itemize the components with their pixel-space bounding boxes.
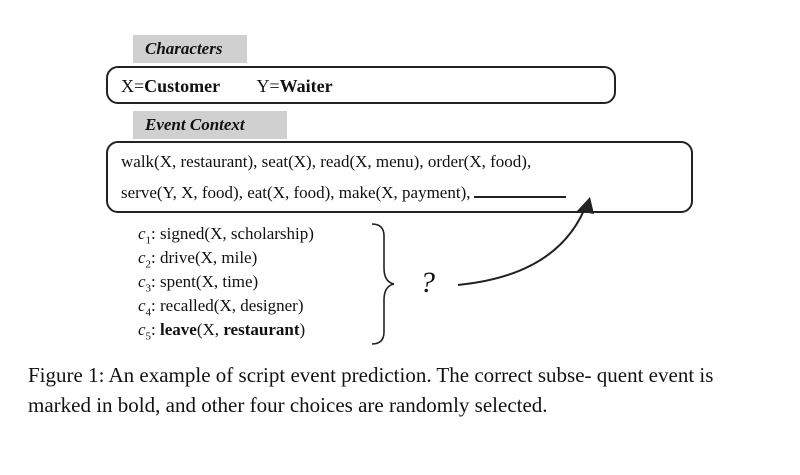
arrow-head-icon xyxy=(577,197,594,214)
choice-pre: : xyxy=(151,320,161,339)
choice-var: c xyxy=(138,224,146,243)
choice-var: c xyxy=(138,296,146,315)
y-prefix: Y= xyxy=(256,76,280,96)
choice-3: c3: spent(X, time) xyxy=(138,272,258,294)
choice-text: : signed(X, scholarship) xyxy=(151,224,314,243)
choice-1: c1: signed(X, scholarship) xyxy=(138,224,314,246)
figure-caption: Figure 1: An example of script event pre… xyxy=(28,363,714,417)
prediction-arrow xyxy=(457,202,588,286)
event-context-line-2-text: serve(Y, X, food), eat(X, food), make(X,… xyxy=(121,183,471,202)
choice-4: c4: recalled(X, designer) xyxy=(138,296,304,318)
characters-line: X=Customer Y=Waiter xyxy=(121,76,333,97)
prediction-blank xyxy=(473,180,566,198)
choice-sub: 1 xyxy=(145,234,152,247)
event-context-label: Event Context xyxy=(133,111,287,139)
choice-post: ) xyxy=(299,320,306,339)
question-mark: ? xyxy=(420,266,435,299)
choice-var: c xyxy=(138,320,146,339)
x-value: Customer xyxy=(144,76,221,96)
choice-2: c2: drive(X, mile) xyxy=(138,248,257,270)
choice-text: : recalled(X, designer) xyxy=(151,296,304,315)
event-context-line-1: walk(X, restaurant), seat(X), read(X, me… xyxy=(121,152,532,171)
curly-brace xyxy=(371,223,395,345)
choice-var: c xyxy=(138,272,146,291)
choice-bold-verb: leave xyxy=(160,320,197,339)
choice-sub: 4 xyxy=(145,306,152,319)
choice-mid: (X, xyxy=(196,320,224,339)
choice-sub: 5 xyxy=(145,330,152,343)
choice-var: c xyxy=(138,248,146,267)
choice-text: : drive(X, mile) xyxy=(151,248,258,267)
choice-5-correct: c5: leave(X, restaurant) xyxy=(138,320,305,342)
choice-text: : spent(X, time) xyxy=(151,272,259,291)
event-context-label-text: Event Context xyxy=(145,115,245,134)
choice-sub: 3 xyxy=(145,282,152,295)
characters-label: Characters xyxy=(133,35,247,63)
choice-sub: 2 xyxy=(145,258,152,271)
characters-box xyxy=(106,66,616,104)
choice-bold-arg: restaurant xyxy=(223,320,300,339)
characters-label-text: Characters xyxy=(145,39,223,58)
y-value: Waiter xyxy=(279,76,333,96)
event-context-box xyxy=(106,141,693,213)
event-context-line-2: serve(Y, X, food), eat(X, food), make(X,… xyxy=(121,180,566,203)
x-prefix: X= xyxy=(121,76,145,96)
